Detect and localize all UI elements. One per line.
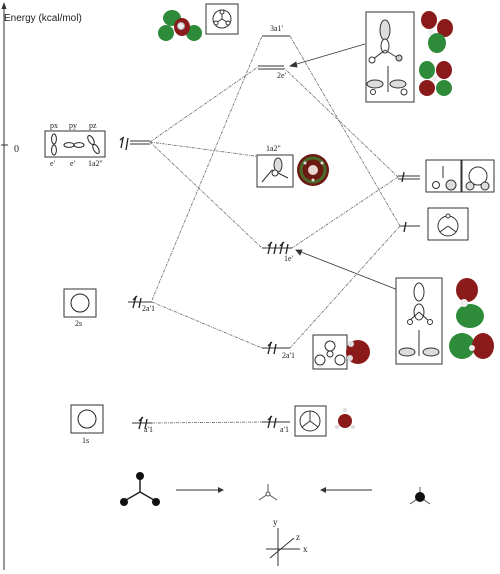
molecule-center	[258, 484, 278, 501]
label-2s: 2s	[75, 319, 83, 328]
label-1a2pp-left: 1a2"	[88, 159, 103, 168]
label-2a1-left: 2a'1	[142, 304, 155, 313]
pointer-2e-head	[288, 61, 298, 68]
electron-pair-2a1	[267, 341, 277, 355]
schematic-1a2pp	[256, 154, 294, 188]
corr-right-3a1	[289, 35, 401, 227]
label-1s: 1s	[82, 436, 90, 445]
px-lobe-top	[51, 133, 57, 145]
molecule-right	[409, 487, 431, 505]
salc-a1-box	[427, 207, 469, 241]
axis-title: Energy (kcal/mol)	[4, 13, 82, 24]
label-pz: pz	[89, 121, 97, 130]
axis-z-label: z	[296, 532, 300, 542]
label-py: py	[69, 121, 77, 130]
render-1a2pp	[297, 154, 329, 186]
render-2e-bottom	[419, 61, 452, 96]
box-1s	[70, 404, 104, 434]
label-1e: 1e'	[284, 254, 293, 263]
corr-1s-core	[151, 421, 263, 424]
render-1e-top	[456, 278, 484, 328]
axis-y-label: y	[273, 517, 278, 527]
coordinate-axes	[266, 528, 300, 566]
render-core	[335, 408, 355, 429]
arrow-left-head	[218, 487, 224, 493]
render-1e-bottom	[449, 333, 494, 359]
corr-p-2e	[149, 66, 259, 143]
schematic-3a1	[205, 3, 239, 35]
label-1a2pp: 1a2"	[266, 144, 281, 153]
corr-right-2a1	[289, 225, 401, 349]
label-e-2: e'	[70, 159, 75, 168]
orbital-1s	[77, 409, 97, 429]
salc-e-box-2	[461, 159, 495, 193]
electron-right-a1	[403, 221, 407, 233]
pointer-2e	[289, 43, 366, 67]
pointer-1e	[295, 249, 399, 291]
label-2e: 2e'	[277, 71, 286, 80]
energy-axis-arrow	[1, 2, 7, 9]
schematic-core	[294, 405, 327, 437]
corr-right-2e	[283, 67, 399, 178]
corr-p-1a2	[149, 141, 263, 158]
electron-pair-2s	[132, 295, 142, 309]
orbital-2s	[70, 293, 90, 313]
axis-x-label: x	[303, 544, 308, 554]
corr-2s-3a1	[151, 35, 263, 301]
electron-pair-1e-b	[279, 241, 289, 255]
schematic-1e	[395, 277, 443, 365]
label-core-mid: a'1	[280, 425, 289, 434]
render-2e-top	[421, 11, 453, 53]
corr-right-1e	[291, 176, 399, 249]
render-2a1	[346, 340, 370, 364]
pointer-1e-head	[295, 249, 303, 256]
electron-pair-1s	[138, 416, 148, 430]
electron-pair-1e-a	[267, 241, 277, 255]
box-2s	[63, 288, 97, 318]
electron-right-e	[401, 171, 405, 183]
py-lobe-right	[73, 142, 85, 148]
label-px: px	[50, 121, 58, 130]
label-core-left: a'1	[144, 425, 153, 434]
p-orbital-box	[44, 130, 106, 158]
corr-2s-2a1	[151, 301, 263, 349]
schematic-2a1	[312, 334, 348, 370]
electron-pair-core	[267, 415, 277, 429]
salc-e-box-1	[425, 159, 462, 193]
px-lobe-bottom	[51, 144, 57, 156]
label-2a1: 2a'1	[282, 351, 295, 360]
arrow-right-head	[320, 487, 326, 493]
molecule-left	[120, 472, 160, 506]
label-3a1: 3a1'	[270, 24, 283, 33]
label-e-1: e'	[50, 159, 55, 168]
corr-p-1e	[149, 141, 263, 249]
render-3a1	[158, 10, 202, 41]
pz-lobe-b	[92, 144, 100, 154]
zero-label: 0	[14, 144, 19, 155]
schematic-2e	[365, 11, 415, 103]
electron-pair-p	[119, 136, 129, 151]
